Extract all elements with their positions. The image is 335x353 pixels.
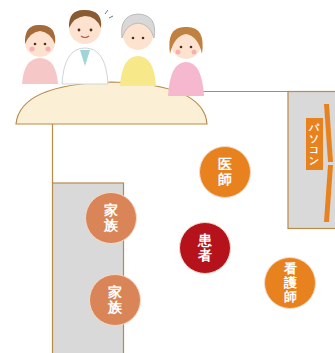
doctor-circle: 医師: [199, 146, 251, 198]
node-label: 医師: [218, 157, 232, 188]
node-label: 家族: [108, 285, 122, 316]
computer-box: パソコン: [306, 118, 323, 170]
patient-circle: 患者: [179, 222, 231, 274]
node-label: 看護師: [284, 262, 297, 305]
family-circle: 家族: [85, 192, 137, 244]
nurse-circle: 看護師: [264, 257, 316, 309]
people-illustration: [22, 10, 204, 96]
node-label: パソコン: [309, 122, 319, 166]
node-label: 患者: [198, 233, 212, 264]
node-label: 家族: [104, 203, 118, 234]
family-circle: 家族: [89, 274, 141, 326]
